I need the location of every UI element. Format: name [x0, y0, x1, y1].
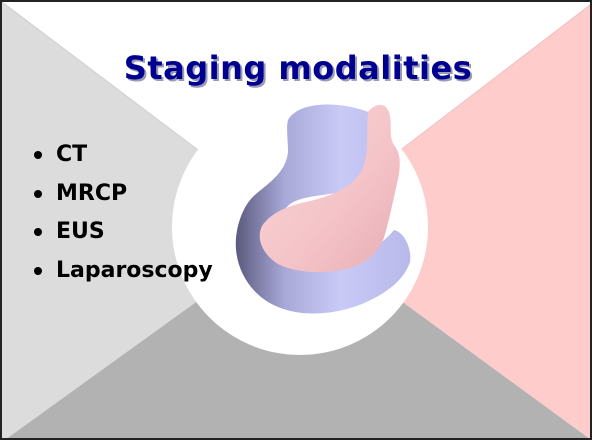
bullet-dot-icon — [34, 151, 42, 159]
bullet-item-mrcp: MRCP — [32, 177, 213, 216]
bullet-dot-icon — [34, 266, 42, 275]
bullet-label: EUS — [56, 219, 105, 244]
pancreas-shape — [259, 104, 400, 273]
left-panel — [2, 2, 300, 438]
slide-title: Staging modalities — [123, 49, 473, 87]
bullet-label: MRCP — [56, 180, 128, 206]
bullet-label: CT — [56, 142, 88, 167]
bullet-list: CT MRCP EUS Laparoscopy — [32, 138, 213, 292]
bullet-item-eus: EUS — [32, 215, 213, 254]
bullet-label: Laparoscopy — [56, 257, 213, 283]
bullet-dot-icon — [34, 189, 42, 198]
right-panel — [300, 5, 590, 438]
bullet-item-ct: CT — [32, 138, 213, 177]
bullet-item-laparoscopy: Laparoscopy — [32, 254, 213, 293]
bullet-dot-icon — [34, 228, 42, 236]
